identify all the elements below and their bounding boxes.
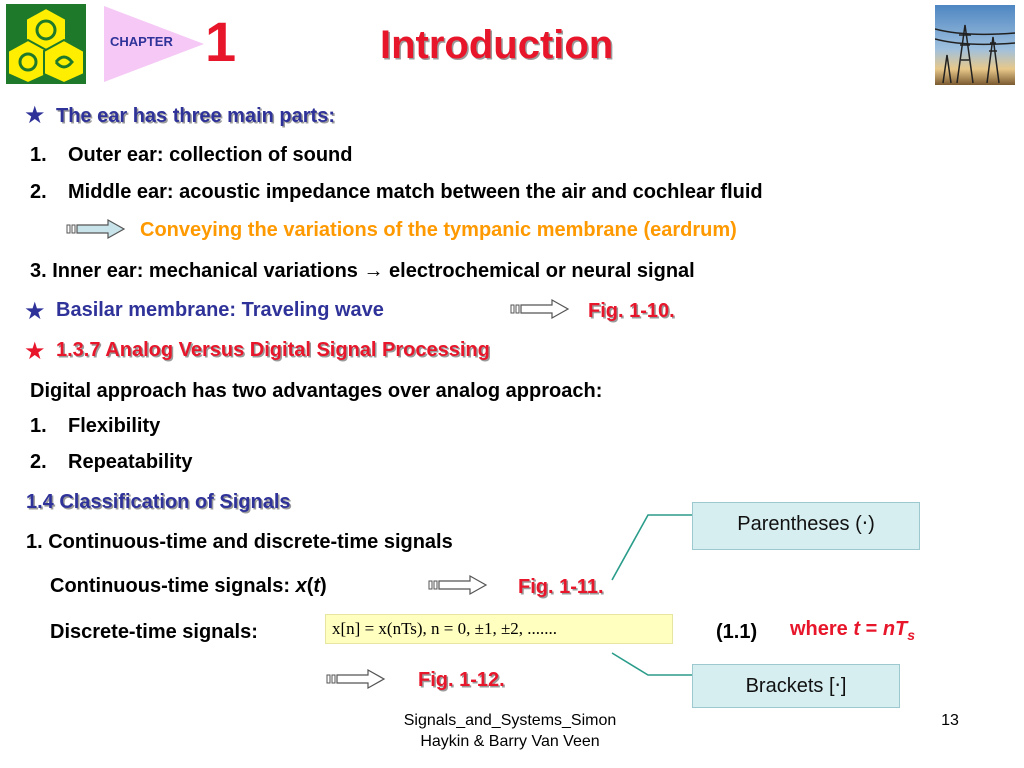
ear-item3-pre: 3. Inner ear: mechanical variations: [30, 260, 358, 282]
right-arrow-icon: [510, 298, 570, 320]
advantage2: Repeatability: [68, 451, 193, 473]
power-lines-image: [935, 5, 1015, 85]
where-nT: nT: [882, 618, 908, 640]
right-arrow-icon: [326, 668, 386, 690]
advantage2-number: 2.: [30, 451, 47, 473]
page-number: 13: [941, 712, 959, 729]
right-arrow-icon: [428, 574, 488, 596]
where-t: t: [853, 618, 861, 640]
ct-t: t: [313, 575, 321, 597]
fig-1-11-link[interactable]: Fig. 1-11.: [518, 576, 604, 598]
conveying-text: Conveying the variations of the tympanic…: [140, 219, 737, 241]
ct-close-paren: ): [320, 575, 327, 597]
ear-item2: Middle ear: acoustic impedance match bet…: [68, 181, 763, 203]
advantage1: Flexibility: [68, 415, 161, 437]
ct-open-paren: (: [306, 575, 314, 597]
ear-item2-number: 2.: [30, 181, 47, 203]
university-logo: [6, 4, 86, 85]
right-arrow-icon: [66, 218, 126, 240]
brackets-box: Brackets [‧]: [692, 664, 900, 708]
star-bullet-icon: ★: [24, 338, 46, 365]
ear-item3-post: electrochemical or neural signal: [389, 260, 695, 282]
footer-source: Signals_and_Systems_Simon Haykin & Barry…: [360, 710, 660, 752]
advantage1-number: 1.: [30, 415, 47, 437]
ear-heading: The ear has three main parts:: [56, 105, 335, 127]
fig-1-10-link[interactable]: Fig. 1-10.: [588, 300, 675, 322]
where-s: s: [907, 627, 916, 643]
ct-x: x: [295, 575, 307, 597]
equation-number: (1.1): [716, 621, 758, 643]
where-text: where t = nTs: [790, 617, 915, 647]
chapter-label: CHAPTER: [110, 34, 173, 49]
ear-item1: Outer ear: collection of sound: [68, 144, 353, 166]
fig-1-12-link[interactable]: Fig. 1-12.: [418, 669, 505, 691]
ear-item3: 3. Inner ear: mechanical variations → el…: [30, 259, 695, 283]
where-pre: where: [790, 618, 854, 640]
digital-intro: Digital approach has two advantages over…: [30, 380, 603, 402]
where-eq: =: [860, 618, 883, 640]
footer-source-line1: Signals_and_Systems_Simon: [403, 712, 617, 729]
equation-box: x[n] = x(nTs), n = 0, ±1, ±2, .......: [325, 614, 673, 644]
section-137-heading: 1.3.7 Analog Versus Digital Signal Proce…: [56, 339, 490, 361]
basilar-text: Basilar membrane: Traveling wave: [56, 299, 384, 321]
star-bullet-icon: ★: [24, 298, 46, 325]
discrete-time-label: Discrete-time signals:: [50, 621, 258, 643]
star-bullet-icon: ★: [24, 102, 46, 129]
ear-item1-number: 1.: [30, 144, 47, 166]
section-14-heading: 1.4 Classification of Signals: [26, 491, 291, 513]
page-title: Introduction: [380, 23, 614, 67]
continuous-time-label: Continuous-time signals: x(t): [50, 574, 327, 598]
footer-source-line2: Haykin & Barry Van Veen: [420, 733, 600, 750]
classification-item1: 1. Continuous-time and discrete-time sig…: [26, 531, 453, 553]
parentheses-box: Parentheses (‧): [692, 502, 920, 550]
connector-lines: [611, 514, 692, 676]
chapter-number: 1: [205, 10, 237, 73]
ct-label-text: Continuous-time signals:: [50, 575, 296, 597]
chapter-banner: [104, 6, 204, 82]
ear-item3-arrow: →: [363, 260, 384, 282]
